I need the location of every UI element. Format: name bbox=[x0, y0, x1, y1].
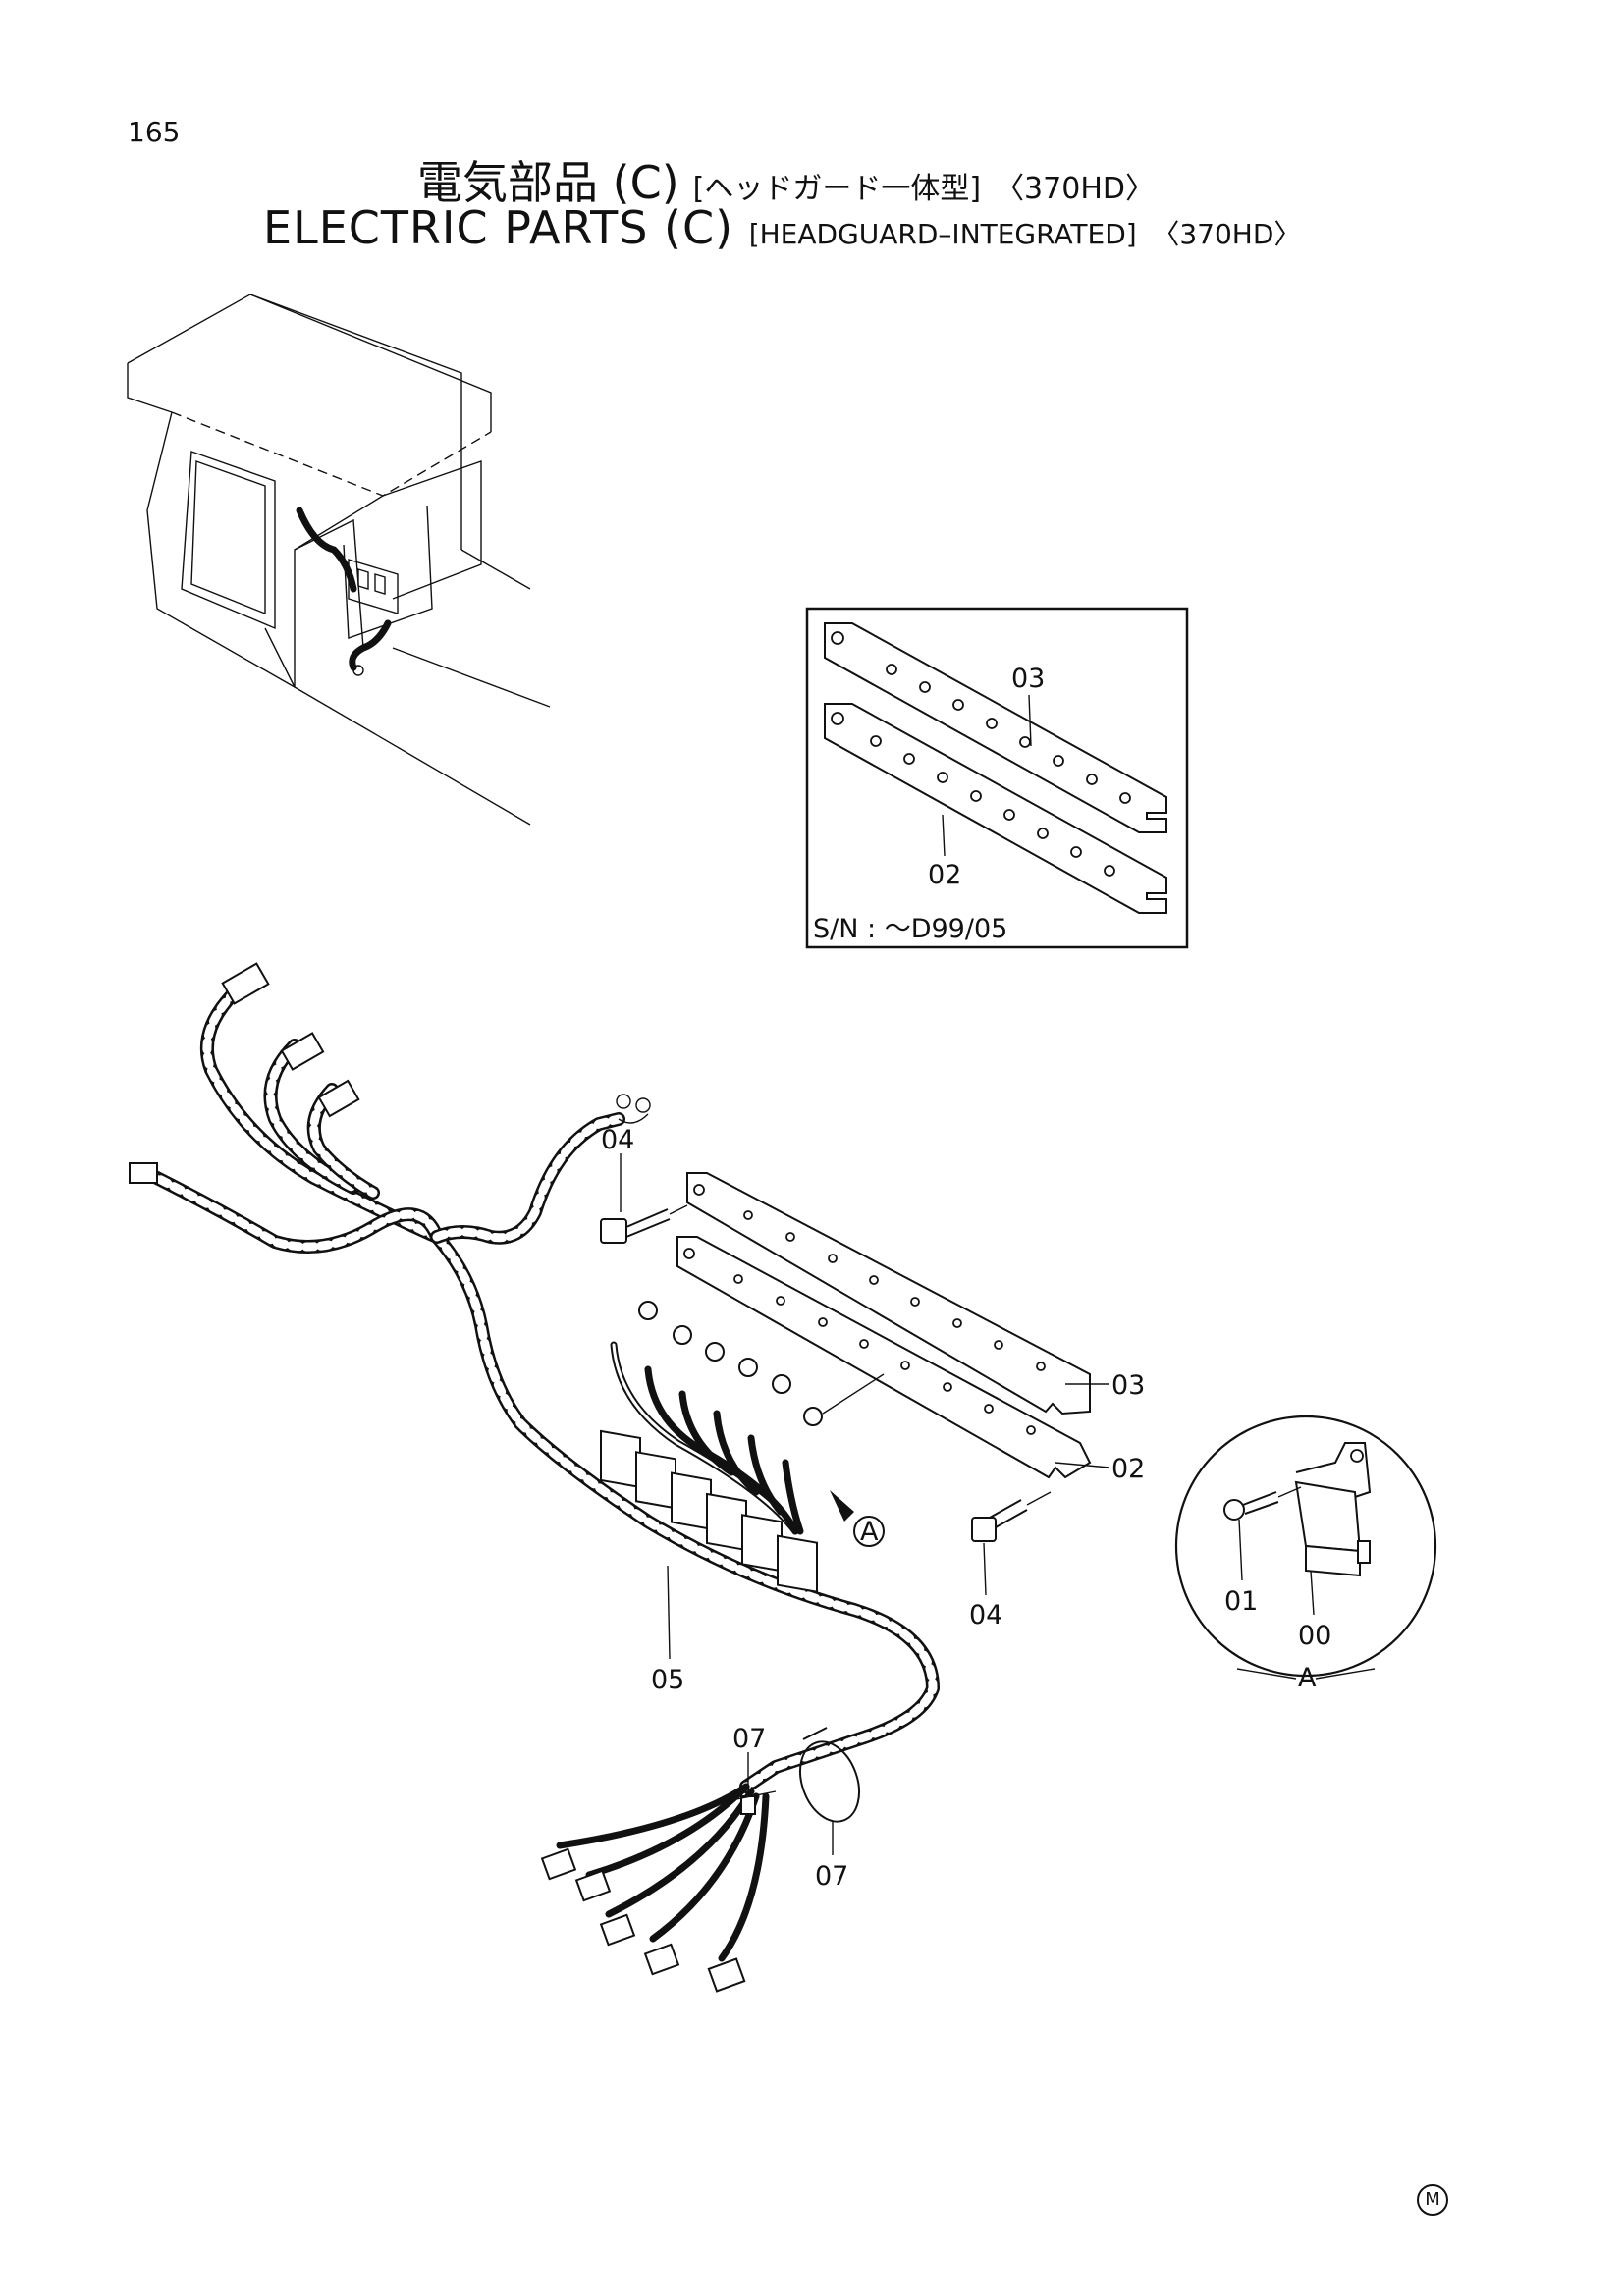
detail-circle-a bbox=[1174, 1415, 1437, 1680]
title-jp-variant: [ヘッドガード一体型] bbox=[692, 172, 982, 206]
inset-serial-note: S/N : ～D99/05 bbox=[813, 914, 1007, 944]
callout-band-07-top: 07 bbox=[732, 1724, 766, 1754]
detail-label-relay-00: 00 bbox=[1298, 1621, 1331, 1651]
callout-bar-02: 02 bbox=[1111, 1454, 1145, 1484]
callout-bolt-bottom: 04 bbox=[969, 1600, 1002, 1630]
page-number: 165 bbox=[128, 116, 181, 148]
page-title-english: ELECTRIC PARTS (C) [HEADGUARD–INTEGRATED… bbox=[263, 201, 1301, 254]
inset-label-03: 03 bbox=[1011, 664, 1045, 694]
title-en-main: ELECTRIC PARTS (C) bbox=[263, 201, 734, 254]
relay-cluster bbox=[600, 1301, 885, 1593]
mounting-bars bbox=[676, 1172, 1110, 1479]
callout-bolt-top: 04 bbox=[601, 1125, 634, 1155]
callout-harness-05: 05 bbox=[651, 1665, 684, 1695]
cab-overview-sketch bbox=[127, 294, 551, 826]
detail-label-screw-01: 01 bbox=[1224, 1586, 1258, 1617]
callout-band-07-bottom: 07 bbox=[815, 1861, 848, 1892]
bolts bbox=[600, 1204, 1052, 1542]
title-en-model: 〈370HD〉 bbox=[1152, 218, 1302, 250]
relay-ref-label: A bbox=[860, 1517, 879, 1547]
inset-label-02: 02 bbox=[928, 860, 961, 890]
detail-caption-a: A bbox=[1298, 1663, 1317, 1693]
inset-box: 03 02 S/N : ～D99/05 bbox=[805, 607, 1189, 949]
wiring-harness bbox=[129, 962, 940, 1993]
manufacturer-mark: M bbox=[1417, 2184, 1448, 2216]
title-jp-model: 〈370HD〉 bbox=[995, 172, 1155, 206]
callout-bar-03: 03 bbox=[1111, 1370, 1145, 1401]
title-jp-main: 電気部品 (C) bbox=[417, 156, 679, 209]
relay-ref-marker bbox=[830, 1490, 885, 1547]
page-title-japanese: 電気部品 (C) [ヘッドガード一体型] 〈370HD〉 bbox=[417, 147, 1155, 212]
title-en-variant: [HEADGUARD–INTEGRATED] bbox=[748, 218, 1137, 250]
